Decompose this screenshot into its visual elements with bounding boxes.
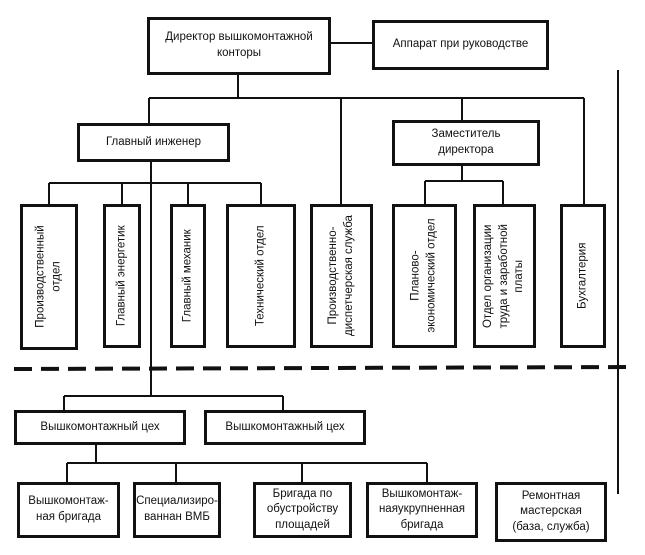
box-production-dept: Производственный отдел (20, 204, 78, 350)
labor-wages-dept-label: Отдел организации труда и заработной пла… (482, 223, 526, 329)
box-technical-dept: Технический отдел (226, 204, 296, 348)
production-dept-label: Производственный отдел (34, 225, 62, 329)
apparatus-label: Аппарат при руководстве (392, 38, 529, 51)
director-label: Директор вышкомонтажной конторы (165, 31, 313, 59)
box-site-development-brigade: Бригада по обустройству площадей (253, 482, 352, 538)
box-planning-economic-dept: Планово- экономический отдел (392, 204, 457, 348)
box-workshop-1: Вышкомонтажный цех (14, 410, 186, 445)
deputy-director-label: Заместитель директора (431, 128, 501, 156)
box-dispatch-service: Производственно- диспетчерская служба (310, 204, 373, 348)
box-chief-mechanic: Главный механик (170, 204, 206, 348)
box-repair-workshop: Ремонтная мастерская (база, служба) (495, 482, 607, 542)
accounting-label: Бухгалтерия (576, 242, 589, 310)
chief-engineer-label: Главный инженер (105, 135, 202, 148)
box-accounting: Бухгалтерия (560, 204, 606, 348)
repair-workshop-label: Ремонтная мастерская (база, служба) (512, 489, 590, 533)
box-specialized-brigade: Специализиро- ваннан ВМБ (133, 482, 221, 538)
workshop-2-label: Вышкомонтажный цех (225, 420, 345, 433)
box-rig-brigade: Вышкомонтаж- ная бригада (17, 482, 120, 538)
box-labor-wages-dept: Отдел организации труда и заработной пла… (473, 204, 536, 348)
box-chief-power-engineer: Главный энергетик (103, 204, 141, 348)
specialized-brigade-label: Специализиро- ваннан ВМБ (136, 495, 218, 523)
dispatch-service-label: Производственно- диспетчерская служба (326, 215, 355, 337)
planning-economic-dept-label: Планово- экономический отдел (409, 218, 438, 334)
box-workshop-2: Вышкомонтажный цех (204, 410, 366, 445)
box-apparatus: Аппарат при руководстве (372, 20, 549, 70)
chief-mechanic-label: Главный механик (181, 229, 194, 323)
box-director: Директор вышкомонтажной конторы (147, 17, 331, 75)
enlarged-rig-brigade-label: Вышкомонтаж- наяукрупненная бригада (378, 487, 466, 531)
rig-brigade-label: Вышкомонтаж- ная бригада (28, 495, 109, 523)
box-deputy-director: Заместитель директора (392, 120, 540, 166)
dashed-separator (13, 365, 633, 371)
technical-dept-label: Технический отдел (254, 225, 267, 327)
site-development-brigade-label: Бригада по обустройству площадей (266, 487, 339, 531)
workshop-1-label: Вышкомонтажный цех (40, 420, 160, 433)
chief-power-engineer-label: Главный энергетик (115, 225, 128, 327)
box-chief-engineer: Главный инженер (77, 123, 230, 162)
box-enlarged-rig-brigade: Вышкомонтаж- наяукрупненная бригада (366, 482, 478, 538)
